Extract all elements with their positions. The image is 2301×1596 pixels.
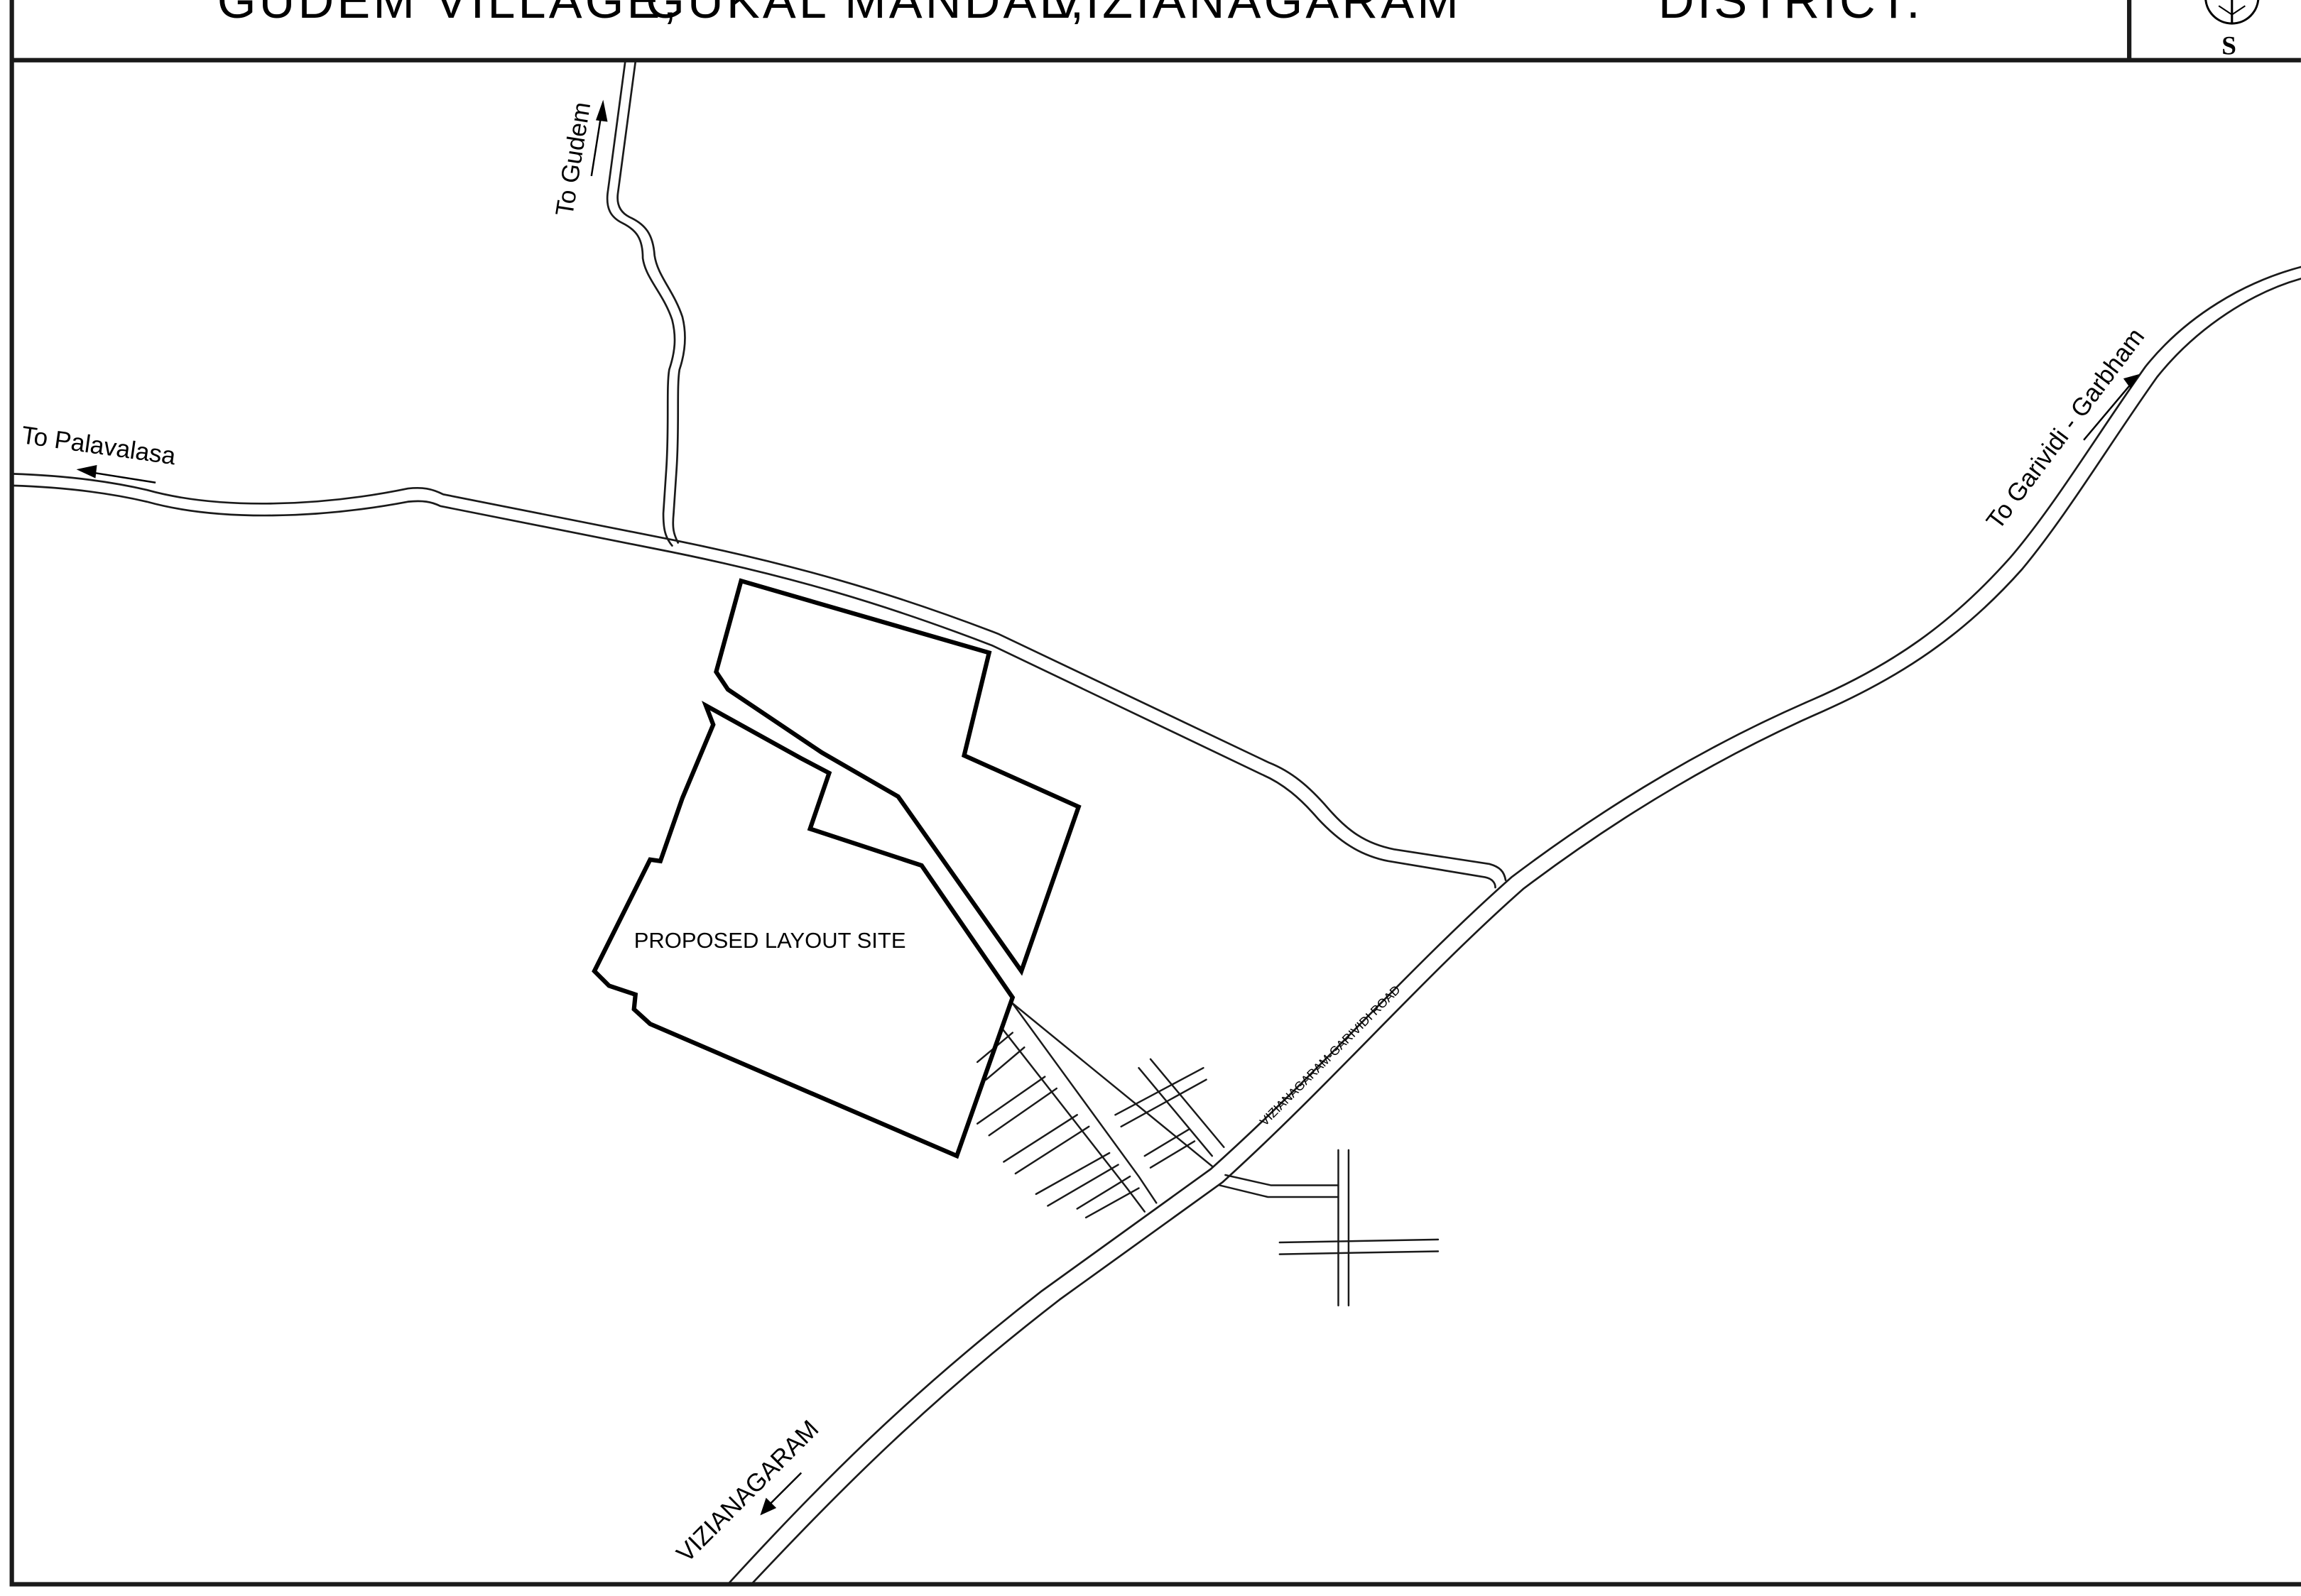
label-main-road: VIZIANAGARAM-GARIVIDI ROAD (1257, 983, 1403, 1129)
label-vizianagaram: VIZIANAGARAM (671, 1415, 824, 1568)
arrow-icon-gudem (590, 99, 608, 177)
north-arrow-compass-icon: S (2204, 0, 2260, 60)
arrow-icon-vizianagaram (760, 1472, 803, 1516)
internal-streets (976, 1002, 1440, 1307)
label-to-gudem: To Gudem (550, 100, 596, 218)
site-parcel-south (592, 700, 1016, 1159)
arrow-icon-garividi (2083, 373, 2140, 441)
proposed-layout-site (592, 578, 1082, 1159)
road-gudem (606, 60, 686, 547)
road-palavalasa (11, 473, 1507, 889)
title-district-word: DISTRICT. (1658, 0, 1923, 28)
title-village: GUDEM VILLAGE, (217, 0, 680, 28)
label-to-palavalasa: To Palavalasa (20, 421, 178, 470)
road-vizianagaram-garividi (727, 266, 2301, 1585)
site-parcel-north (714, 578, 1082, 976)
label-to-garividi: To Garividi - Garbham (1981, 323, 2150, 535)
title-mandal: GUKAL MANDAL, (646, 0, 1087, 28)
label-proposed-layout-site: PROPOSED LAYOUT SITE (634, 928, 906, 953)
map-title: GUDEM VILLAGE, GUKAL MANDAL, VIZIANAGARA… (217, 0, 1923, 28)
title-district-name: VIZIANAGARAM (1049, 0, 1461, 28)
map-labels: To Gudem To Palavalasa To Garividi - Gar… (20, 99, 2150, 1568)
map-border (9, 0, 2301, 1587)
compass-south-label: S (2221, 31, 2236, 60)
